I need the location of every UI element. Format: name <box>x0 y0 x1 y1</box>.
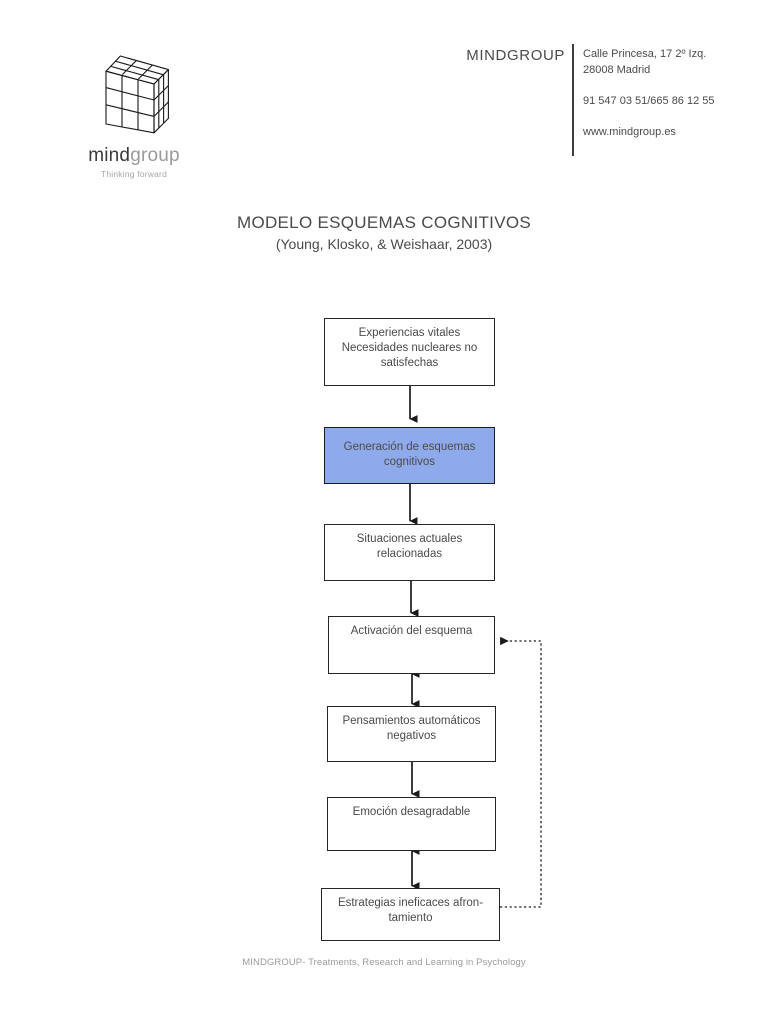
flow-node-3-line2: relacionadas <box>376 548 443 560</box>
contact-block: Calle Princesa, 17 2º Izq. 28008 Madrid … <box>583 46 763 140</box>
page-title: MODELO ESQUEMAS COGNITIVOS <box>236 213 531 232</box>
letterhead-divider <box>572 44 574 156</box>
contact-website[interactable]: www.mindgroup.es <box>583 126 676 138</box>
flow-node-7-line1: Estrategias ineficaces afron- <box>337 897 484 909</box>
contact-address: Calle Princesa, 17 2º Izq. 28008 Madrid <box>583 46 763 78</box>
page-subtitle: (Young, Klosko, & Weishaar, 2003) <box>275 236 493 252</box>
flow-node-emocion-desagradable[interactable]: Emoción desagradable <box>327 797 496 851</box>
flow-node-generacion-esquemas[interactable]: Generación de esquemas cognitivos <box>324 427 495 484</box>
rubiks-cube-icon <box>105 55 169 134</box>
flow-node-3-line1: Situaciones actuales <box>356 533 463 545</box>
logo-tagline: Thinking forward <box>100 169 168 179</box>
flow-node-1-line2: Necesidades nucleares no <box>341 342 478 354</box>
letterhead: mindgroup Thinking forward MINDGROUP Cal… <box>0 0 768 200</box>
flow-node-6-line1: Emoción desagradable <box>352 806 471 818</box>
contact-address-line2: 28008 Madrid <box>583 64 651 76</box>
flow-node-1-line1: Experiencias vitales <box>358 327 461 339</box>
edge-n7-n4-feedback <box>500 636 542 908</box>
title-block: MODELO ESQUEMAS COGNITIVOS (Young, Klosk… <box>0 212 768 254</box>
logo-wordmark: mindgroup <box>14 146 254 165</box>
flow-node-7-line2: tamiento <box>388 912 433 924</box>
contact-phone: 91 547 03 51/665 86 12 55 <box>583 95 715 107</box>
flow-node-pensamientos-automaticos[interactable]: Pensamientos automáticos negativos <box>327 706 496 762</box>
flow-node-situaciones-actuales[interactable]: Situaciones actuales relacionadas <box>324 524 495 581</box>
brand-name: MINDGROUP <box>466 47 565 64</box>
flow-node-experiencias-vitales[interactable]: Experiencias vitales Necesidades nuclear… <box>324 318 495 386</box>
flow-node-2-line2: cognitivos <box>383 456 436 468</box>
flow-node-4-line1: Activación del esquema <box>350 625 473 637</box>
logo-wordmark-group: group <box>130 145 180 166</box>
page-footer: MINDGROUP- Treatments, Research and Lear… <box>242 957 526 968</box>
logo-wordmark-mind: mind <box>88 145 131 166</box>
flow-node-1-line3: satisfechas <box>380 357 439 369</box>
company-logo: mindgroup Thinking forward <box>14 48 254 184</box>
flow-node-activacion-esquema[interactable]: Activación del esquema <box>328 616 495 674</box>
contact-address-line1: Calle Princesa, 17 2º Izq. <box>583 48 707 60</box>
flow-node-5-line2: negativos <box>386 730 437 742</box>
flow-node-2-line1: Generación de esquemas <box>343 441 476 453</box>
flow-node-5-line1: Pensamientos automáticos <box>342 715 481 727</box>
flow-node-estrategias-ineficaces[interactable]: Estrategias ineficaces afron- tamiento <box>321 888 500 941</box>
